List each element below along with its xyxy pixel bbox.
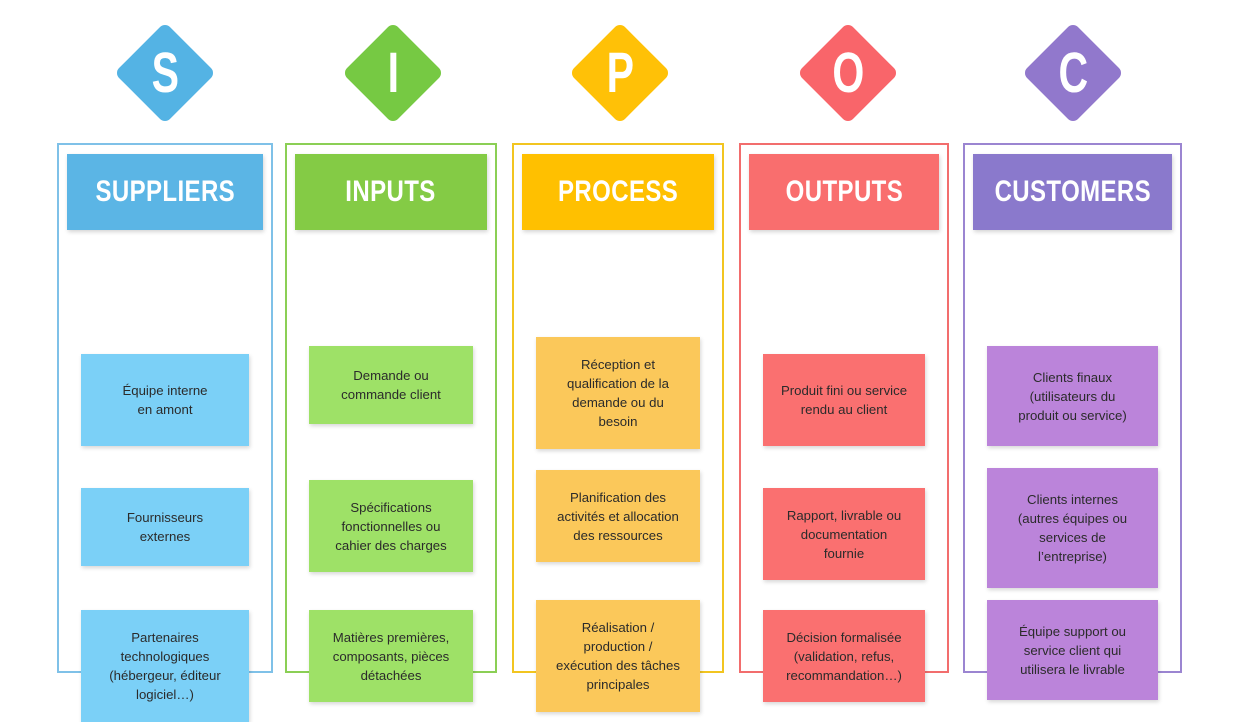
diamond-badge-letter: O [832,40,864,105]
diamond-badge-suppliers: S [114,22,216,124]
sipoc-item: Partenaires technologiques (hébergeur, é… [81,610,249,722]
sipoc-item: Rapport, livrable ou documentation fourn… [763,488,925,580]
sipoc-item-text: Planification des activités et allocatio… [557,489,679,543]
sipoc-item-text: Réception et qualification de la demande… [567,357,669,429]
sipoc-item-text: Rapport, livrable ou documentation fourn… [786,507,902,561]
sipoc-item: Équipe support ou service client qui uti… [987,600,1158,700]
sipoc-item-text: Produit fini ou service rendu au client [780,383,908,417]
sipoc-item: Décision formalisée (validation, refus, … [763,610,925,702]
column-header-inputs: INPUTS [295,154,487,230]
sipoc-item: Réception et qualification de la demande… [536,337,700,449]
sipoc-column-process: PROCESS Réception et qualification de la … [512,143,724,712]
diamond-badge-customers: C [1022,22,1124,124]
column-header-label: CUSTOMERS [994,175,1151,208]
sipoc-item: Matières premières, composants, pièces d… [309,610,473,702]
diamond-badge-letter: C [1058,40,1089,105]
sipoc-item-text: Décision formalisée (validation, refus, … [786,629,902,683]
column-header-label: PROCESS [557,175,679,208]
sipoc-item-text: Spécifications fonctionnelles ou cahier … [335,499,447,553]
column-header-outputs: OUTPUTS [749,154,939,230]
sipoc-column-customers: CUSTOMERS Clients finaux (utilisateurs du… [963,143,1182,700]
sipoc-column-outputs: OUTPUTS Produit fini ou service rendu au … [739,143,949,702]
column-header-customers: CUSTOMERS [973,154,1172,230]
sipoc-item-text: Réalisation / production / exécution des… [556,620,680,692]
sipoc-item: Clients finaux (utilisateurs du produit … [987,346,1158,446]
column-header-label: OUTPUTS [785,175,903,208]
column-header-suppliers: SUPPLIERS [67,154,263,230]
diamond-badge-outputs: O [797,22,899,124]
sipoc-item-text: Partenaires technologiques (hébergeur, é… [109,630,221,702]
diamond-badge-inputs: I [342,22,444,124]
column-header-process: PROCESS [522,154,714,230]
diamond-badge-process: P [569,22,671,124]
column-header-label: SUPPLIERS [95,175,235,208]
sipoc-item: Produit fini ou service rendu au client [763,354,925,446]
diamond-badge-letter: S [151,40,179,105]
sipoc-item-text: Clients internes (autres équipes ou serv… [1017,492,1128,564]
sipoc-item: Équipe interne en amont [81,354,249,446]
diamond-badge-letter: I [387,40,399,105]
diamond-badge-letter: P [606,40,634,105]
sipoc-item-text: Demande ou commande client [341,368,441,402]
sipoc-item-text: Matières premières, composants, pièces d… [332,629,450,683]
sipoc-item: Spécifications fonctionnelles ou cahier … [309,480,473,572]
sipoc-item: Planification des activités et allocatio… [536,470,700,562]
sipoc-item: Réalisation / production / exécution des… [536,600,700,712]
sipoc-item-text: Équipe support ou service client qui uti… [1018,623,1127,677]
column-header-label: INPUTS [345,175,437,208]
sipoc-item: Clients internes (autres équipes ou serv… [987,468,1158,588]
sipoc-item-text: Fournisseurs externes [126,510,204,544]
sipoc-item-text: Clients finaux (utilisateurs du produit … [1018,369,1127,423]
sipoc-item-text: Équipe interne en amont [122,383,208,417]
sipoc-item: Fournisseurs externes [81,488,249,566]
sipoc-item: Demande ou commande client [309,346,473,424]
